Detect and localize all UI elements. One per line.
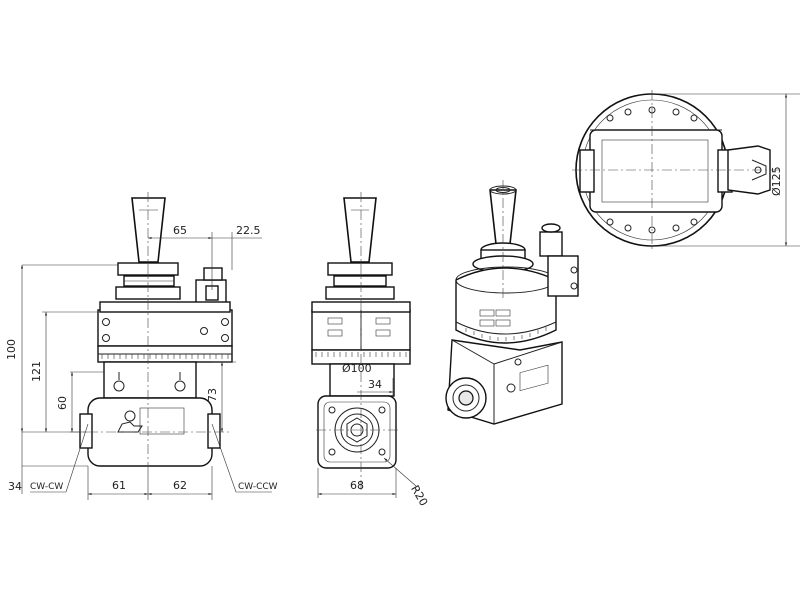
dim-dia-125: Ø125 <box>770 166 783 196</box>
dim-65: 65 <box>173 224 187 237</box>
dim-100: 100 <box>5 339 18 360</box>
dim-34-left: 34 <box>8 480 22 493</box>
dim-73: 73 <box>206 388 219 402</box>
front-dimensions: 65 22.5 100 121 60 73 34 CW-CW CW-CCW <box>5 224 278 500</box>
dim-60: 60 <box>56 396 69 410</box>
side-view <box>311 192 411 490</box>
top-dimensions: Ø125 <box>652 93 800 247</box>
isometric-view <box>445 180 579 425</box>
scale-ticks-side <box>315 352 407 357</box>
top-view <box>572 90 780 250</box>
scale-ticks-front <box>101 354 229 359</box>
dim-62: 62 <box>173 479 187 492</box>
dim-34-side: 34 <box>368 378 382 391</box>
front-view <box>70 192 233 470</box>
scale-ticks-iso <box>465 327 547 341</box>
dim-68: 68 <box>350 479 364 492</box>
dim-r20: R20 <box>408 483 430 508</box>
dim-61: 61 <box>112 479 126 492</box>
dim-121: 121 <box>30 361 43 382</box>
label-cw-cw: CW-CW <box>30 482 63 492</box>
dim-dia-100: Ø100 <box>342 362 372 375</box>
dim-22-5: 22.5 <box>236 224 261 237</box>
label-cw-ccw: CW-CCW <box>238 482 278 492</box>
